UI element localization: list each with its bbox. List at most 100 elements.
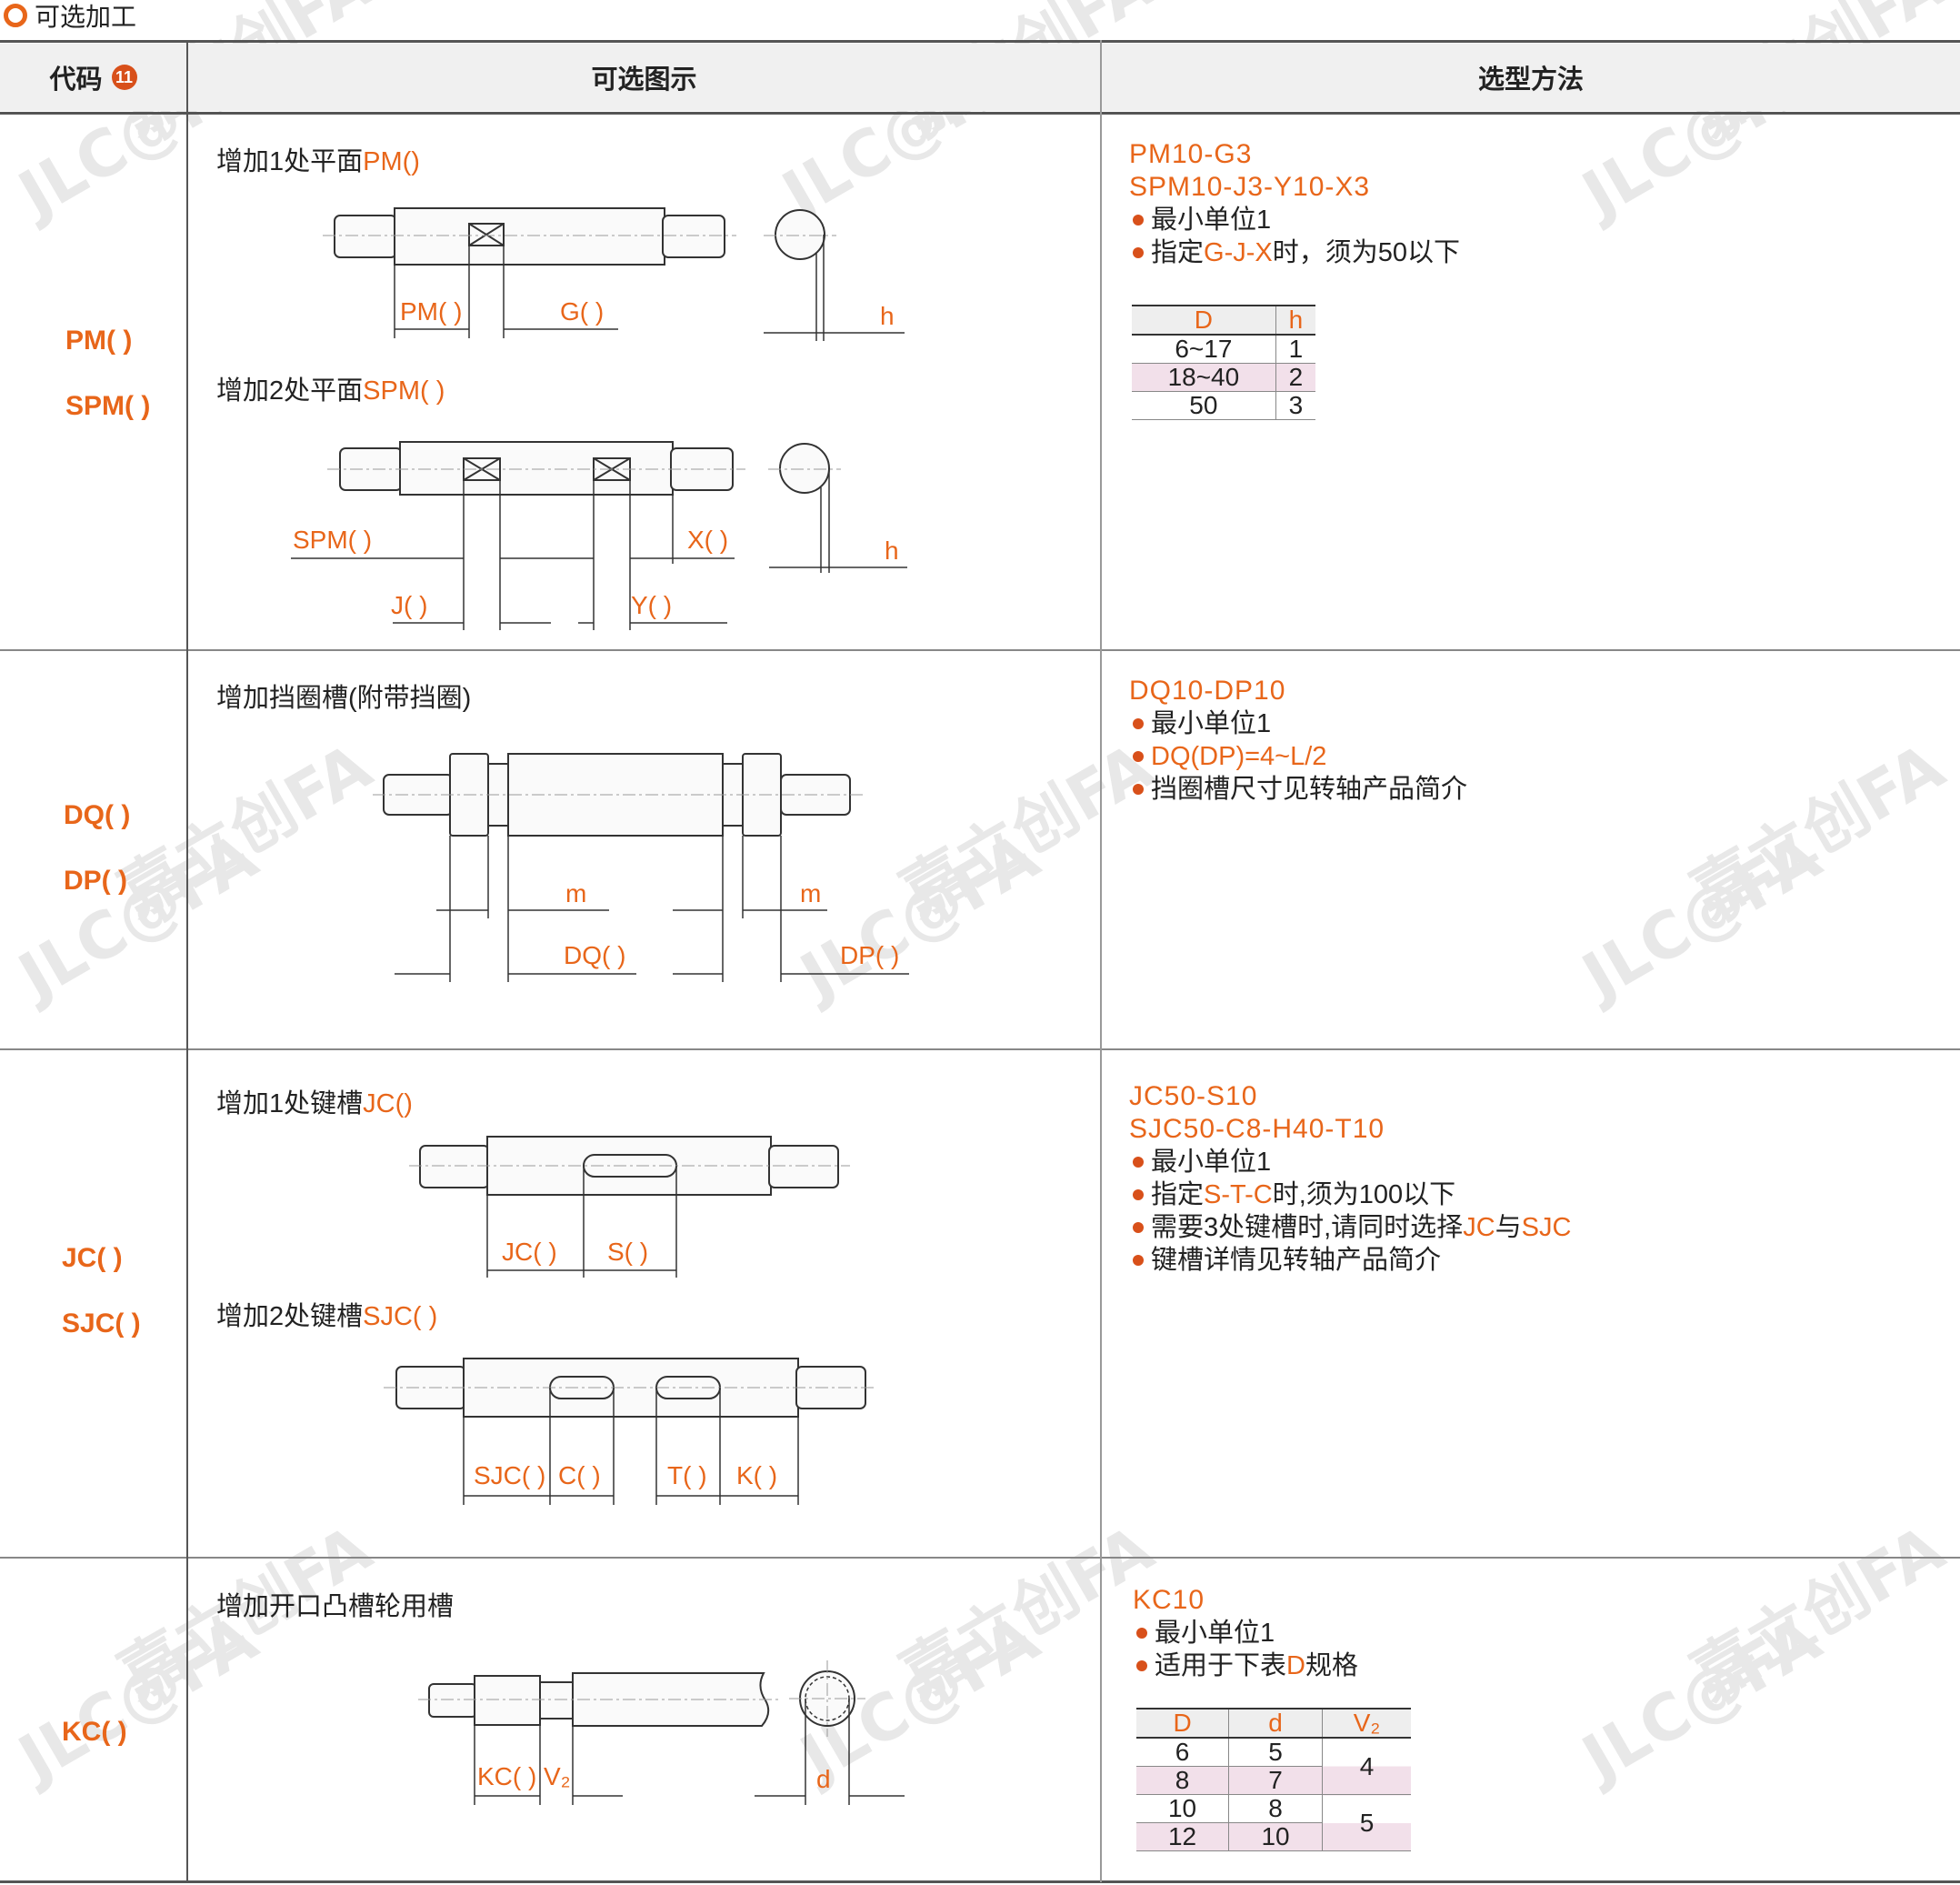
header-bottom-border bbox=[0, 112, 1960, 115]
sjc-title: 增加2处键槽SJC( ) bbox=[216, 1302, 438, 1331]
section-title-text: 可选加工 bbox=[35, 3, 137, 31]
bullet-item: 最小单位1 bbox=[1129, 1146, 1571, 1178]
code-spm: SPM( ) bbox=[65, 391, 151, 421]
bullet-item: 最小单位1 bbox=[1129, 707, 1467, 740]
table-header: d bbox=[1228, 1708, 1323, 1739]
dim-y: Y( ) bbox=[631, 591, 672, 619]
bullet-item: 指定G-J-X时，须为50以下 bbox=[1129, 236, 1460, 269]
table-cell: 12 bbox=[1136, 1822, 1229, 1851]
kc-title: 增加开口凸槽轮用槽 bbox=[216, 1592, 455, 1621]
spm-title: 增加2处平面SPM( ) bbox=[216, 376, 445, 406]
dq-title: 增加挡圈槽(附带挡圈) bbox=[216, 684, 472, 713]
table-cell: 18~40 bbox=[1132, 363, 1276, 392]
dim-dp: DP( ) bbox=[840, 941, 899, 969]
pm-method: PM10-G3 SPM10-J3-Y10-X3 最小单位1 指定G-J-X时，须… bbox=[1129, 138, 1460, 269]
table-header: D bbox=[1132, 305, 1276, 336]
table-cell: 50 bbox=[1132, 391, 1276, 420]
dim-pm: PM( ) bbox=[400, 297, 462, 326]
table-top-border bbox=[0, 40, 1960, 43]
method-code: JC50-S10 bbox=[1129, 1081, 1258, 1111]
bullet-item: 最小单位1 bbox=[1129, 204, 1460, 236]
dim-k: K( ) bbox=[736, 1461, 777, 1489]
row-divider bbox=[0, 1048, 1960, 1050]
bullet-item: 需要3处键槽时,请同时选择JC与SJC bbox=[1129, 1211, 1571, 1244]
jc-title: 增加1处键槽JC() bbox=[216, 1089, 413, 1118]
kc-d-table: D d V₂ 6 5 4 8 7 10 8 5 12 10 bbox=[1136, 1708, 1411, 1851]
table-header: D bbox=[1136, 1708, 1229, 1739]
code-dp: DP( ) bbox=[64, 866, 127, 896]
code-kc: KC( ) bbox=[62, 1717, 127, 1747]
dim-j: J( ) bbox=[391, 591, 427, 619]
header-method-label: 选型方法 bbox=[1477, 65, 1584, 95]
dim-kc: KC( ) bbox=[477, 1762, 536, 1790]
table-cell: 7 bbox=[1228, 1766, 1323, 1795]
dim-jc: JC( ) bbox=[502, 1238, 557, 1266]
table-cell: 5 bbox=[1228, 1738, 1323, 1767]
pm-title: 增加1处平面PM() bbox=[216, 147, 420, 176]
row-divider bbox=[0, 1557, 1960, 1559]
dim-v2: V₂ bbox=[544, 1762, 571, 1790]
table-cell: 10 bbox=[1228, 1822, 1323, 1851]
method-code: SJC50-C8-H40-T10 bbox=[1129, 1114, 1385, 1144]
table-header: V₂ bbox=[1322, 1708, 1411, 1739]
dim-x: X( ) bbox=[687, 526, 728, 554]
header-diagram: 可选图示 bbox=[188, 44, 1100, 111]
table-cell: 1 bbox=[1275, 335, 1315, 364]
bullet-item: 适用于下表D规格 bbox=[1133, 1649, 1358, 1682]
table-header: h bbox=[1275, 305, 1315, 336]
row-divider bbox=[0, 649, 1960, 651]
section-title: 可选加工 bbox=[4, 0, 136, 31]
circle-icon bbox=[4, 4, 27, 27]
table-cell: 8 bbox=[1136, 1766, 1229, 1795]
column-divider bbox=[186, 40, 188, 1882]
header-method: 选型方法 bbox=[1102, 44, 1960, 111]
dq-method: DQ10-DP10 最小单位1 DQ(DP)=4~L/2 挡圈槽尺寸见转轴产品简… bbox=[1129, 675, 1467, 806]
dim-sjc: SJC( ) bbox=[474, 1461, 545, 1489]
table-cell: 4 bbox=[1322, 1738, 1411, 1795]
bullet-item: 最小单位1 bbox=[1133, 1617, 1358, 1649]
bullet-item: 键槽详情见转轴产品简介 bbox=[1129, 1244, 1571, 1277]
code-dq: DQ( ) bbox=[64, 800, 131, 830]
dim-m2: m bbox=[800, 879, 821, 907]
bullet-item: 指定S-T-C时,须为100以下 bbox=[1129, 1178, 1571, 1211]
method-code: DQ10-DP10 bbox=[1129, 676, 1286, 706]
dim-h: h bbox=[880, 302, 895, 330]
header-code-label: 代码 bbox=[49, 65, 103, 95]
table-cell: 2 bbox=[1275, 363, 1315, 392]
bullet-item: DQ(DP)=4~L/2 bbox=[1129, 740, 1467, 773]
table-cell: 6~17 bbox=[1132, 335, 1276, 364]
method-code: SPM10-J3-Y10-X3 bbox=[1129, 172, 1371, 202]
header-diagram-label: 可选图示 bbox=[591, 65, 697, 95]
dim-dq: DQ( ) bbox=[564, 941, 625, 969]
table-cell: 5 bbox=[1322, 1794, 1411, 1851]
dim-t: T( ) bbox=[667, 1461, 707, 1489]
dim-h2: h bbox=[885, 536, 899, 565]
dim-s: S( ) bbox=[607, 1238, 648, 1266]
code-pm: PM( ) bbox=[65, 326, 133, 356]
dim-g: G( ) bbox=[560, 297, 604, 326]
column-divider bbox=[1100, 40, 1102, 1882]
code-jc: JC( ) bbox=[62, 1243, 123, 1273]
header-code: 代码 11 bbox=[0, 44, 186, 111]
table-cell: 6 bbox=[1136, 1738, 1229, 1767]
table-cell: 8 bbox=[1228, 1794, 1323, 1823]
dim-m1: m bbox=[565, 879, 586, 907]
table-cell: 10 bbox=[1136, 1794, 1229, 1823]
jc-method: JC50-S10 SJC50-C8-H40-T10 最小单位1 指定S-T-C时… bbox=[1129, 1080, 1571, 1277]
dim-c: C( ) bbox=[558, 1461, 601, 1489]
dim-d: d bbox=[816, 1765, 831, 1793]
method-code: KC10 bbox=[1133, 1585, 1205, 1615]
bullet-item: 挡圈槽尺寸见转轴产品简介 bbox=[1129, 773, 1467, 806]
badge-icon: 11 bbox=[111, 65, 137, 90]
method-code: PM10-G3 bbox=[1129, 139, 1253, 169]
code-sjc: SJC( ) bbox=[62, 1308, 141, 1339]
dim-spm: SPM( ) bbox=[293, 526, 372, 554]
table-bottom-border bbox=[0, 1880, 1960, 1883]
